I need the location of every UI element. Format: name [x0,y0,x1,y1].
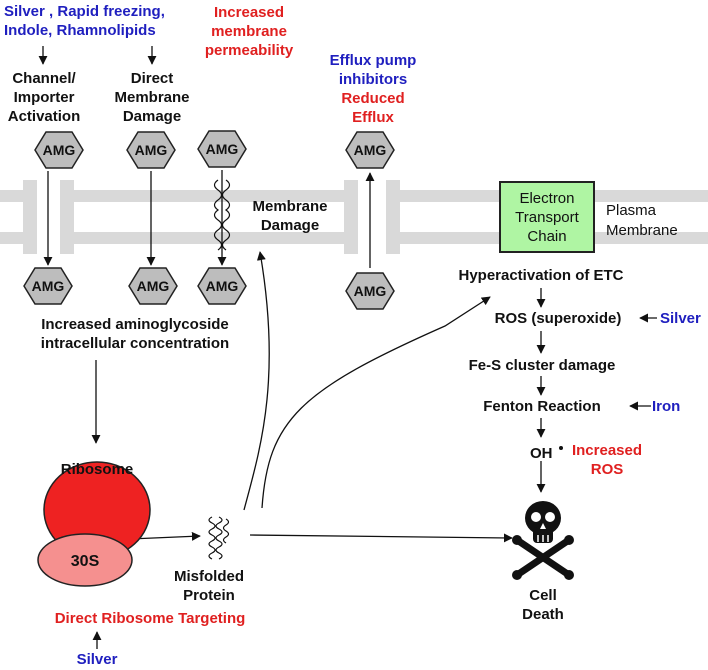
amg-hexagon: AMG [197,130,247,168]
increased-permeability-label: Increased membrane permeability [198,3,300,60]
amg-label: AMG [43,142,76,158]
etc-line: Transport [515,208,579,226]
efflux-wall-a [344,180,358,254]
amg-label: AMG [206,141,239,157]
silver-label-right: Silver [660,310,701,327]
channel-wall-left-a [23,180,37,254]
fes-cluster-damage-label: Fe-S cluster damage [468,357,616,374]
amg-label: AMG [32,278,65,294]
increased-concentration-label: Increased aminoglycoside intracellular c… [15,315,255,353]
hyperactivation-label: Hyperactivation of ETC [458,267,624,284]
radical-dot [559,446,563,450]
amg-label: AMG [137,278,170,294]
increased-ros-label: Increased ROS [565,441,649,479]
subunit-30s-label: 30S [71,553,100,570]
arrow-30s-to-misfolded [129,531,201,541]
agents-line: Silver , Rapid freezing, [4,3,165,20]
direct-membrane-damage-label: Direct Membrane Damage [110,69,194,126]
amg-hexagon: AMG [345,272,395,310]
fenton-reaction-label: Fenton Reaction [483,398,601,415]
direct-damage-line: Membrane [114,89,190,106]
direct-ribosome-targeting-label: Direct Ribosome Targeting [54,610,246,627]
amg-hexagon: AMG [197,267,247,305]
concentration-line: Increased aminoglycoside [41,316,229,333]
cell-death-line: Death [522,606,564,623]
direct-damage-line: Damage [122,108,182,125]
efflux-inhibitor-line: Efflux pump [329,52,417,69]
misfolded-protein-label: Misfolded Protein [162,567,256,605]
misfolded-protein-squiggle [208,516,216,560]
permeability-line: membrane [211,23,287,40]
misfolded-protein-squiggle [222,518,230,544]
agents-line: Indole, Rhamnolipids [4,22,156,39]
amg-hexagon: AMG [23,267,73,305]
efflux-inhibitor-line: inhibitors [338,71,408,88]
misfolded-line: Misfolded [174,568,244,585]
efflux-wall-b [386,180,400,254]
amg-hexagon: AMG [128,267,178,305]
channel-line: Importer [13,89,75,106]
reduced-efflux-line: Reduced [341,90,405,107]
arrow-misfolded-to-cell-death [249,533,513,543]
iron-label: Iron [652,398,681,415]
plasma-membrane-line: Membrane [606,222,678,239]
membrane-damage-label: Membrane Damage [245,197,335,235]
membrane-squiggle [213,179,223,251]
silver-label-bottom: Silver [76,651,118,668]
amg-label: AMG [135,142,168,158]
amg-label: AMG [354,142,387,158]
amg-hexagon: AMG [126,131,176,169]
increased-ros-line: ROS [590,461,624,478]
misfolded-line: Protein [183,587,235,604]
increased-ros-line: Increased [571,442,643,459]
channel-activation-label: Channel/ Importer Activation [0,69,88,126]
amg-hexagon: AMG [34,131,84,169]
hydroxyl-radical-label: OH [530,445,553,462]
plasma-membrane [0,180,708,254]
arrow-misfolded-to-hyperactivation [261,296,491,509]
electron-transport-chain-box: Electron Transport Chain [499,181,595,253]
membrane-damage-line: Membrane [252,198,328,215]
etc-line: Electron [519,189,575,207]
ribosome-30s-subunit [37,533,133,587]
etc-line: Chain [527,227,567,245]
channel-wall-left-b [60,180,74,254]
misfolded-protein-squiggle [215,516,223,560]
amg-label: AMG [206,278,239,294]
arrow-misfolded-to-membrane-damage [243,251,270,511]
reduced-efflux-label: Reduced Efflux [325,89,421,127]
efflux-pump-inhibitors-label: Efflux pump inhibitors [325,51,421,89]
reduced-efflux-line: Efflux [352,109,394,126]
ros-superoxide-label: ROS (superoxide) [494,310,622,327]
permeability-line: permeability [204,42,294,59]
concentration-line: intracellular concentration [40,335,230,352]
membrane-damage-line: Damage [260,217,320,234]
skull-crossbones-icon [512,501,574,580]
membrane-squiggle [221,179,231,251]
cell-death-label: Cell Death [515,586,571,624]
plasma-membrane-line: Plasma [606,202,657,219]
amg-label: AMG [354,283,387,299]
amg-hexagon: AMG [345,131,395,169]
plasma-membrane-label: Plasma Membrane [606,201,678,241]
permeability-line: Increased [213,4,285,21]
membrane-disruptor-agents: Silver , Rapid freezing, Indole, Rhamnol… [4,2,165,40]
channel-line: Activation [7,108,81,125]
direct-damage-line: Direct [130,70,174,87]
cell-death-line: Cell [529,587,557,604]
channel-line: Channel/ [12,70,76,87]
ribosome-label: Ribosome [60,461,134,478]
